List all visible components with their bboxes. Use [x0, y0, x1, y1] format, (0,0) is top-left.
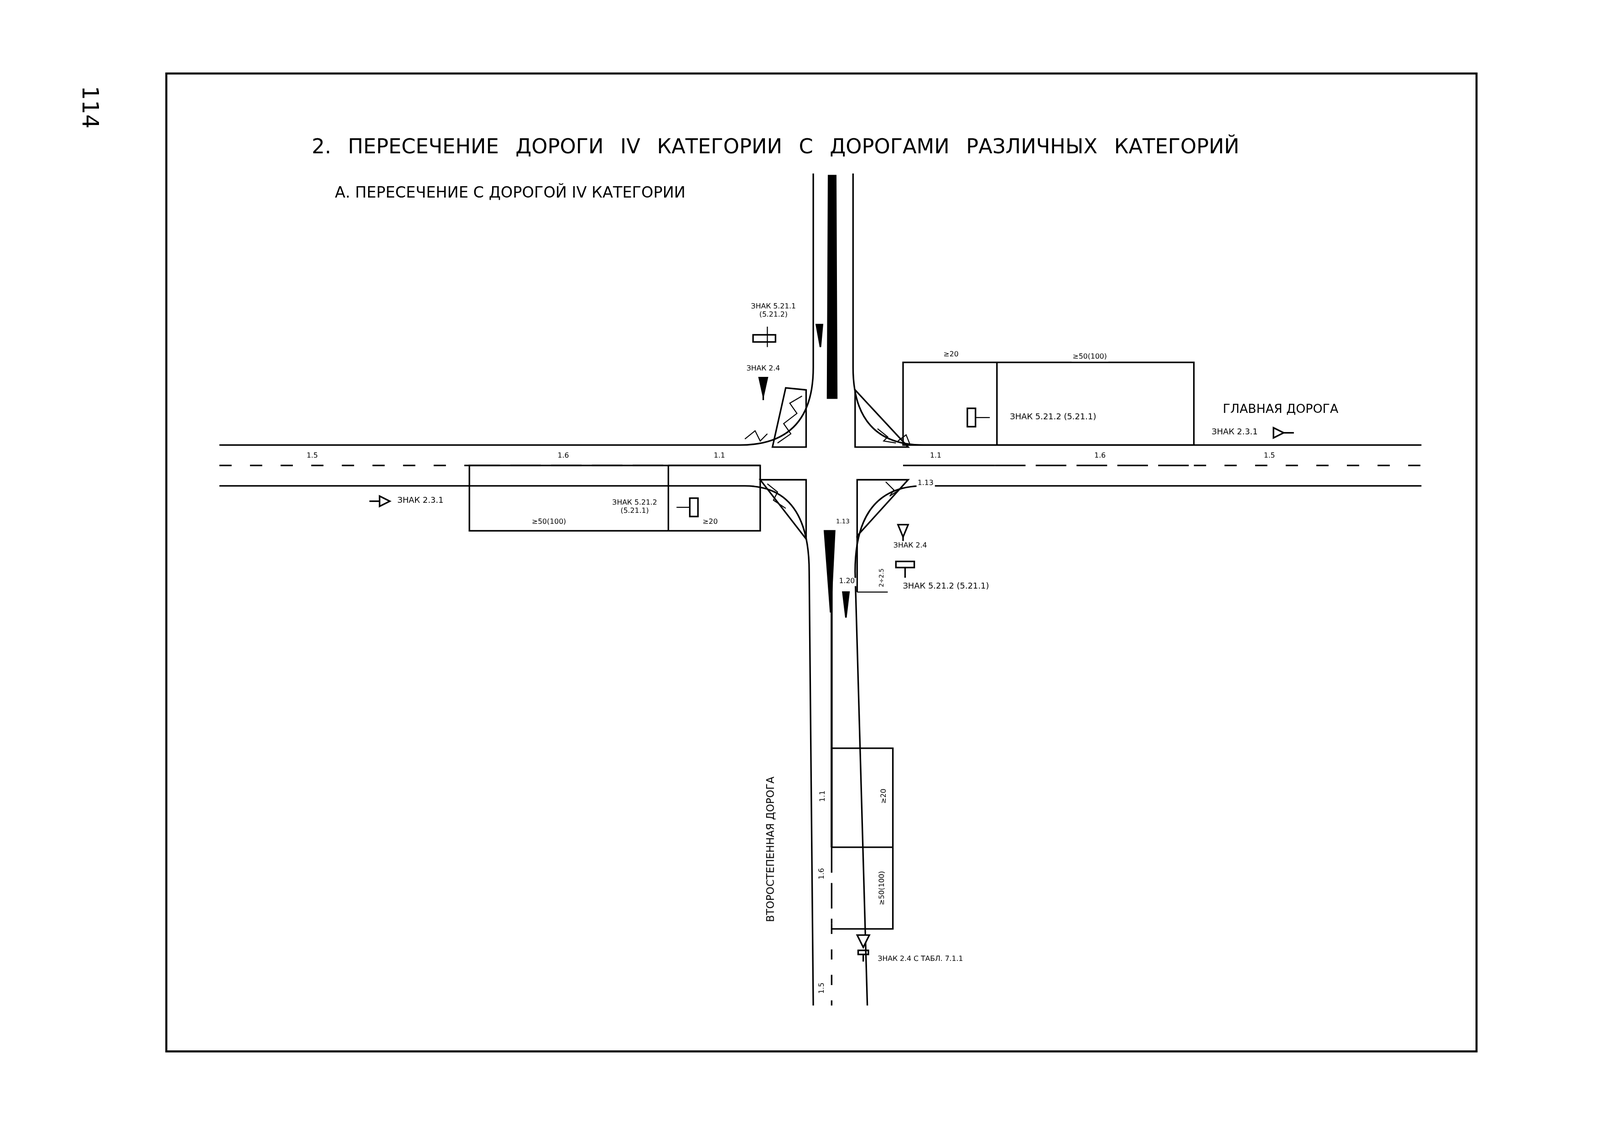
drawing-label: ЗНАК 2.4	[745, 365, 781, 374]
drawing-label: ≥50(100)	[530, 518, 568, 527]
drawing-label: ЗНАК 2.4	[892, 541, 929, 550]
drawing-label: 1.1	[712, 451, 727, 460]
drawing-label: ≥20	[942, 351, 960, 359]
drawing-label: 1.1	[929, 451, 943, 460]
drawing-label: ЗНАК 5.21.2 (5.21.1)	[901, 582, 991, 592]
diagram-title: 2. ПЕРЕСЕЧЕНИЕ ДОРОГИ IV КАТЕГОРИИ С ДОР…	[310, 134, 1241, 157]
drawing-label: ≥20	[880, 787, 889, 805]
drawing-label: 1.5	[818, 981, 827, 995]
drawing-label: ЗНАК 2.4 С ТАБЛ. 7.1.1	[876, 955, 965, 963]
drawing-label: 1.5	[305, 451, 319, 460]
drawing-label: 1.20	[837, 577, 856, 586]
drawing-label: ЗНАК 5.21.1 (5.21.2)	[744, 303, 802, 319]
drawing-label: 1.13	[916, 479, 935, 488]
drawing-label: ЗНАК 2.3.1	[396, 496, 445, 506]
drawing-label: ≥50(100)	[878, 869, 887, 907]
drawing-label: ≥50(100)	[1071, 353, 1109, 361]
drawing-label: А. ПЕРЕСЕЧЕНИЕ С ДОРОГОЙ IV КАТЕГОРИИ	[333, 184, 687, 202]
drawing-label: ГЛАВНАЯ ДОРОГА	[1221, 402, 1340, 416]
drawing-label: 1.6	[556, 451, 570, 460]
drawing-label: ВТОРОСТЕПЕННАЯ ДОРОГА	[764, 775, 777, 923]
drawing-label: 1.5	[1262, 451, 1276, 460]
drawing-label: 1.1	[819, 789, 828, 803]
drawing-label: 1.13	[835, 518, 851, 525]
drawing-label: 114	[77, 84, 103, 130]
drawing-label: ЗНАК 5.21.2 (5.21.1)	[610, 499, 660, 515]
drawing-label: 2÷2.5	[878, 566, 886, 588]
drawing-label: ЗНАК 5.21.2 (5.21.1)	[1008, 412, 1098, 422]
drawing-label: 1.6	[818, 866, 827, 880]
drawing-label: ЗНАК 2.3.1	[1210, 428, 1259, 438]
drawing-label: ≥20	[701, 518, 719, 527]
drawing-label: 1.6	[1093, 451, 1107, 460]
